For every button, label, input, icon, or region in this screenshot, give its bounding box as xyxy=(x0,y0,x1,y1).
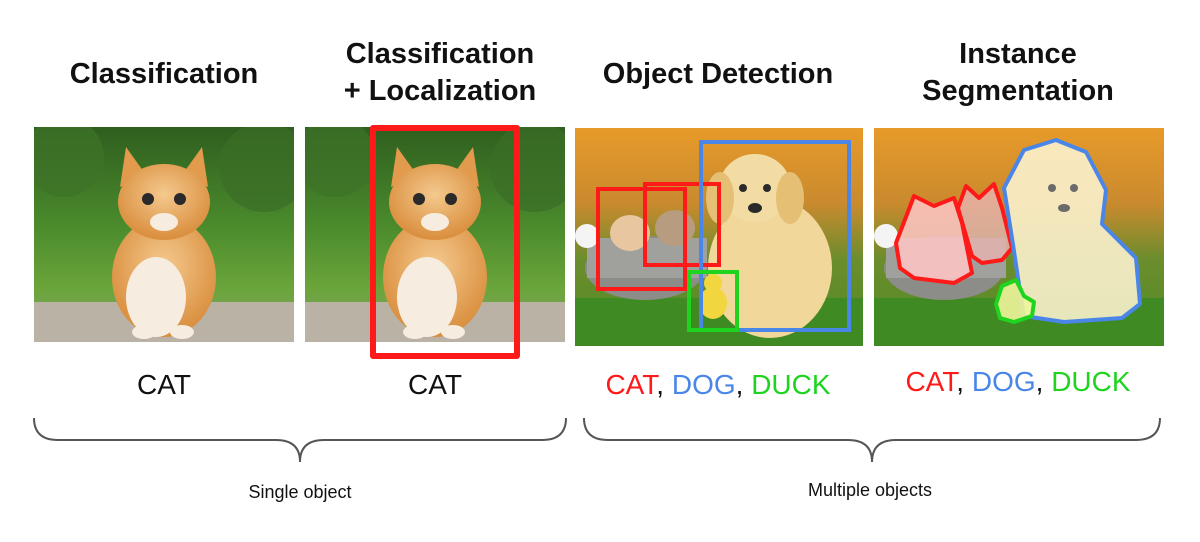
cat-bounding-box xyxy=(370,125,520,359)
kitten-image-classification xyxy=(34,127,294,342)
segmentation-dog-label: DOG xyxy=(971,366,1036,397)
cat-mask-1 xyxy=(894,194,974,285)
classification-localization-title: Classification + Localization xyxy=(343,38,537,107)
multiple-objects-brace xyxy=(583,417,1161,463)
duck-mask xyxy=(994,278,1036,324)
multiple-objects-label: Multiple objects xyxy=(807,480,933,500)
segmentation-label: CAT, DOG, DUCK xyxy=(870,366,1166,398)
duck-box xyxy=(687,270,739,332)
object-detection-title: Object Detection xyxy=(602,58,834,90)
single-object-label: Single object xyxy=(248,482,352,502)
detection-label: CAT, DOG, DUCK xyxy=(570,369,866,401)
classification-label: CAT xyxy=(137,369,191,400)
segmentation-separator-1: , xyxy=(956,366,972,397)
instance-segmentation-title: Instance Segmentation xyxy=(922,38,1114,107)
kitten-image-localization xyxy=(305,127,565,342)
single-object-brace xyxy=(33,417,567,463)
detection-separator-1: , xyxy=(656,369,672,400)
cat-box-1 xyxy=(596,187,687,291)
detection-image xyxy=(575,128,863,346)
cat-box-2 xyxy=(643,182,721,267)
segmentation-cat-label: CAT xyxy=(905,366,957,397)
localization-label: CAT xyxy=(408,369,462,400)
segmentation-duck-label: DUCK xyxy=(1051,366,1131,397)
segmentation-image xyxy=(874,128,1164,346)
detection-dog-label: DOG xyxy=(671,369,736,400)
dog-box xyxy=(699,140,851,332)
cat-mask-2 xyxy=(956,182,1014,265)
detection-cat-label: CAT xyxy=(605,369,657,400)
classification-title: Classification xyxy=(69,58,259,90)
detection-separator-2: , xyxy=(735,369,752,400)
detection-duck-label: DUCK xyxy=(751,369,831,400)
segmentation-separator-2: , xyxy=(1035,366,1052,397)
